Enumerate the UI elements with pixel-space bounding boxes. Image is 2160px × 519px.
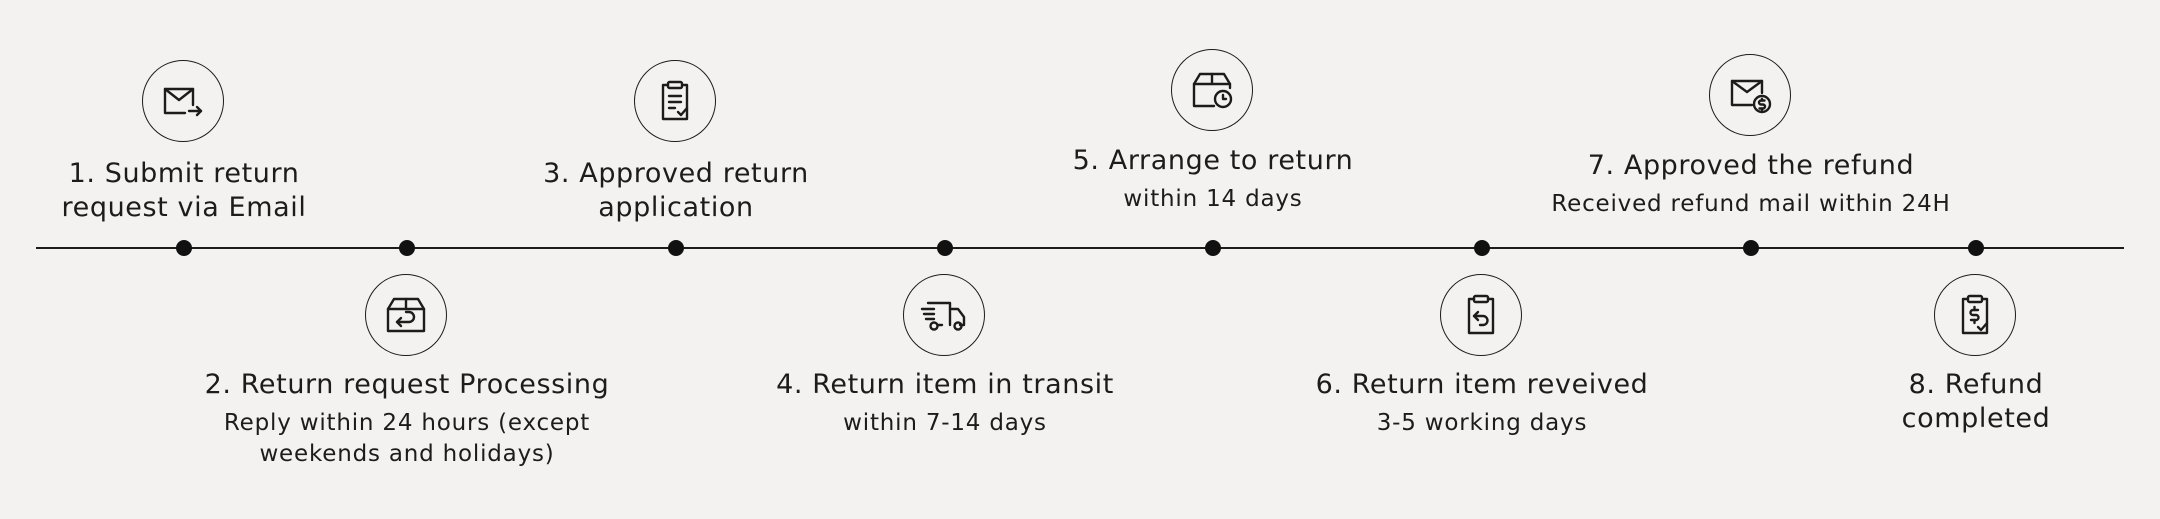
step-3-text: 3. Approved return application (543, 157, 809, 225)
timeline-dot-step-5 (1205, 240, 1221, 256)
timeline-line (36, 247, 2124, 249)
timeline-dot-step-7 (1743, 240, 1759, 256)
step-5-icon-circle (1171, 49, 1253, 131)
timeline-dot-step-3 (668, 240, 684, 256)
step-6-title: 6. Return item reveived (1315, 369, 1649, 400)
step-6-subtitle: 3-5 working days (1376, 410, 1588, 436)
step-1-text: 1. Submit return request via Email (62, 157, 307, 225)
clipboard-return-icon (1467, 294, 1495, 335)
mail-dollar-icon (1730, 79, 1772, 114)
step-8-icon-circle (1934, 274, 2016, 356)
timeline-dot-step-1 (176, 240, 192, 256)
box-clock-icon (1192, 72, 1233, 109)
step-6-icon-circle (1440, 274, 1522, 356)
clipboard-dollar-icon (1961, 294, 1989, 335)
timeline-dot-step-8 (1968, 240, 1984, 256)
step-7-subtitle: Received refund mail within 24H (1551, 191, 1951, 217)
step-8-text: 8. Refund completed (1884, 368, 2068, 436)
step-7-title: 7. Approved the refund (1587, 150, 1915, 181)
step-4-title: 4. Return item in transit (776, 369, 1114, 400)
step-1-icon-circle (142, 60, 224, 142)
step-8-title: 8. Refund completed (1901, 369, 2051, 434)
step-2-subtitle: Reply within 24 hours (except weekends a… (223, 410, 591, 467)
box-return-icon (386, 297, 426, 333)
step-2-text: 2. Return request Processing Reply withi… (205, 368, 610, 470)
step-5-text: 5. Arrange to return within 14 days (1073, 144, 1354, 215)
mail-send-icon (163, 87, 203, 117)
step-6-text: 6. Return item reveived 3-5 working days (1316, 368, 1649, 439)
step-7-text: 7. Approved the refund Received refund m… (1551, 149, 1950, 220)
step-7-icon-circle (1709, 54, 1791, 136)
clipboard-check-icon (661, 80, 689, 121)
step-5-subtitle: within 14 days (1123, 186, 1303, 212)
timeline-dot-step-4 (937, 240, 953, 256)
step-4-subtitle: within 7-14 days (843, 410, 1047, 436)
step-4-icon-circle (903, 274, 985, 356)
step-3-icon-circle (634, 60, 716, 142)
step-2-icon-circle (365, 274, 447, 356)
step-3-title: 3. Approved return application (543, 158, 809, 223)
step-5-title: 5. Arrange to return (1072, 145, 1354, 176)
step-2-title: 2. Return request Processing (204, 369, 610, 400)
step-1-title: 1. Submit return request via Email (61, 158, 307, 223)
delivery-truck-icon (920, 301, 966, 331)
step-4-text: 4. Return item in transit within 7-14 da… (776, 368, 1114, 439)
timeline-dot-step-2 (399, 240, 415, 256)
timeline-dot-step-6 (1474, 240, 1490, 256)
